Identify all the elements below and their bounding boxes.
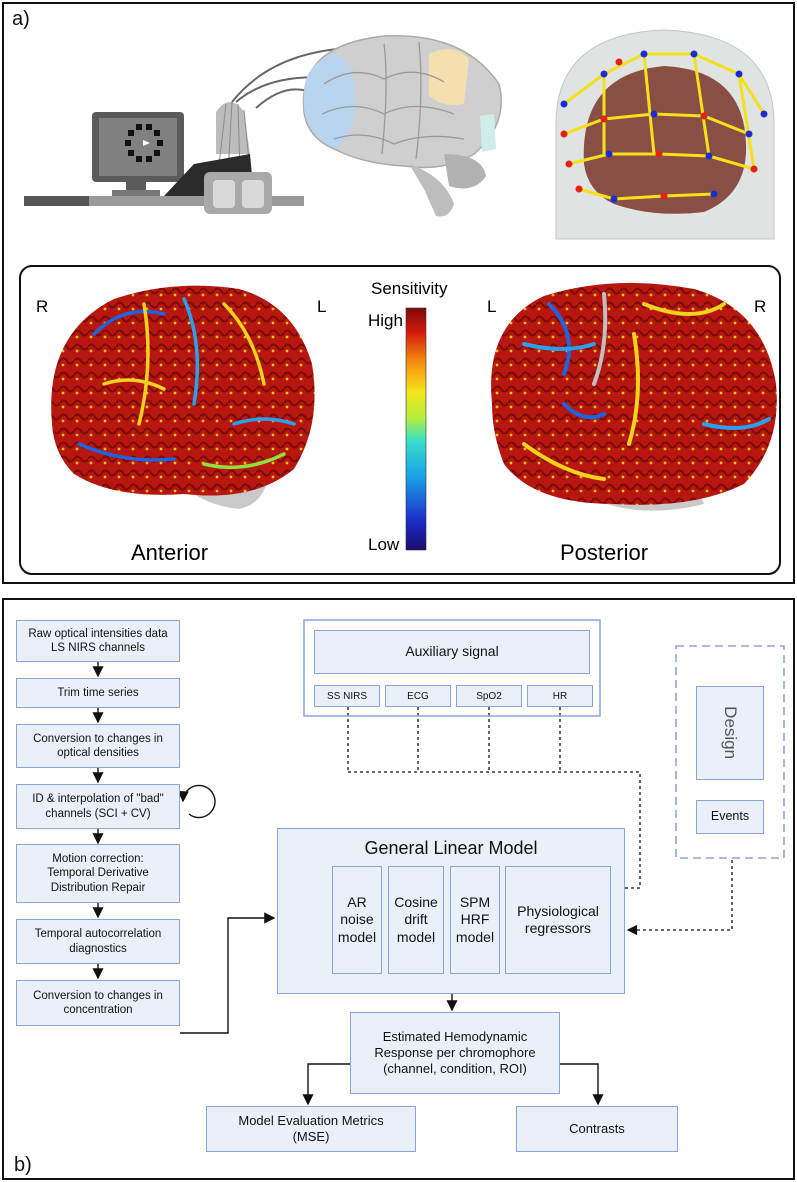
lateral-brain-illustration	[302, 34, 502, 217]
design-label: Design	[720, 706, 740, 760]
scale-low-label: Low	[368, 535, 400, 554]
pipeline-step-concentration: Conversion to changes in concentration	[16, 980, 180, 1026]
pipeline-step-raw-data: Raw optical intensities data LS NIRS cha…	[16, 620, 180, 662]
design-dashed-frame	[675, 645, 785, 859]
estimated-hemodynamic-response-box: Estimated Hemodynamic Response per chrom…	[350, 1012, 560, 1094]
glm-cosine-drift-model: Cosine drift model	[388, 866, 444, 974]
anterior-right-marker: R	[36, 297, 48, 316]
aux-tag-ecg: ECG	[385, 685, 451, 707]
pipeline-step-motion-correction: Motion correction: Temporal Derivative D…	[16, 844, 180, 903]
anterior-caption: Anterior	[131, 540, 208, 565]
panel-b-label: b)	[14, 1154, 32, 1176]
aux-tag-ss-nirs: SS NIRS	[314, 685, 380, 707]
pipeline-step-optical-density: Conversion to changes in optical densiti…	[16, 724, 180, 768]
head-optode-model	[555, 29, 775, 240]
aux-tag-spo2: SpO2	[456, 685, 522, 707]
design-box: Design	[696, 686, 764, 780]
posterior-left-marker: L	[487, 297, 496, 316]
events-box: Events	[696, 800, 764, 834]
pipeline-step-trim: Trim time series	[16, 678, 180, 708]
flow-connectors	[92, 619, 785, 1106]
sensitivity-colorbar	[405, 307, 427, 551]
model-evaluation-metrics-box: Model Evaluation Metrics (MSE)	[206, 1106, 416, 1152]
glm-physiological-regressors: Physiological regressors	[505, 866, 611, 974]
pipeline-step-autocorrelation: Temporal autocorrelation diagnostics	[16, 919, 180, 964]
aux-tag-hr: HR	[527, 685, 593, 707]
panel-b: b)	[2, 598, 795, 1180]
anterior-sensitivity-brain	[51, 285, 315, 509]
panel-a: a)	[2, 2, 795, 584]
panel-a-illustration: R L Anterior L R Posterior Sensitivity H…	[19, 29, 781, 575]
sensitivity-title: Sensitivity	[371, 279, 448, 298]
glm-title: General Linear Model	[364, 838, 538, 858]
pipeline-step-bad-channels: ID & interpolation of "bad" channels (SC…	[16, 784, 180, 829]
posterior-right-marker: R	[754, 297, 766, 316]
panel-a-label: a)	[12, 8, 30, 30]
auxiliary-frame	[303, 619, 601, 717]
posterior-sensitivity-brain	[491, 282, 777, 511]
scale-high-label: High	[368, 311, 403, 330]
stimulus-ring-icon	[125, 124, 163, 162]
auxiliary-signal-box: Auxiliary signal	[314, 630, 590, 674]
glm-ar-noise-model: AR noise model	[332, 866, 382, 974]
experiment-setup	[24, 101, 304, 214]
glm-spm-hrf-model: SPM HRF model	[450, 866, 500, 974]
contrasts-box: Contrasts	[516, 1106, 678, 1152]
anterior-left-marker: L	[317, 297, 326, 316]
posterior-caption: Posterior	[560, 540, 648, 565]
